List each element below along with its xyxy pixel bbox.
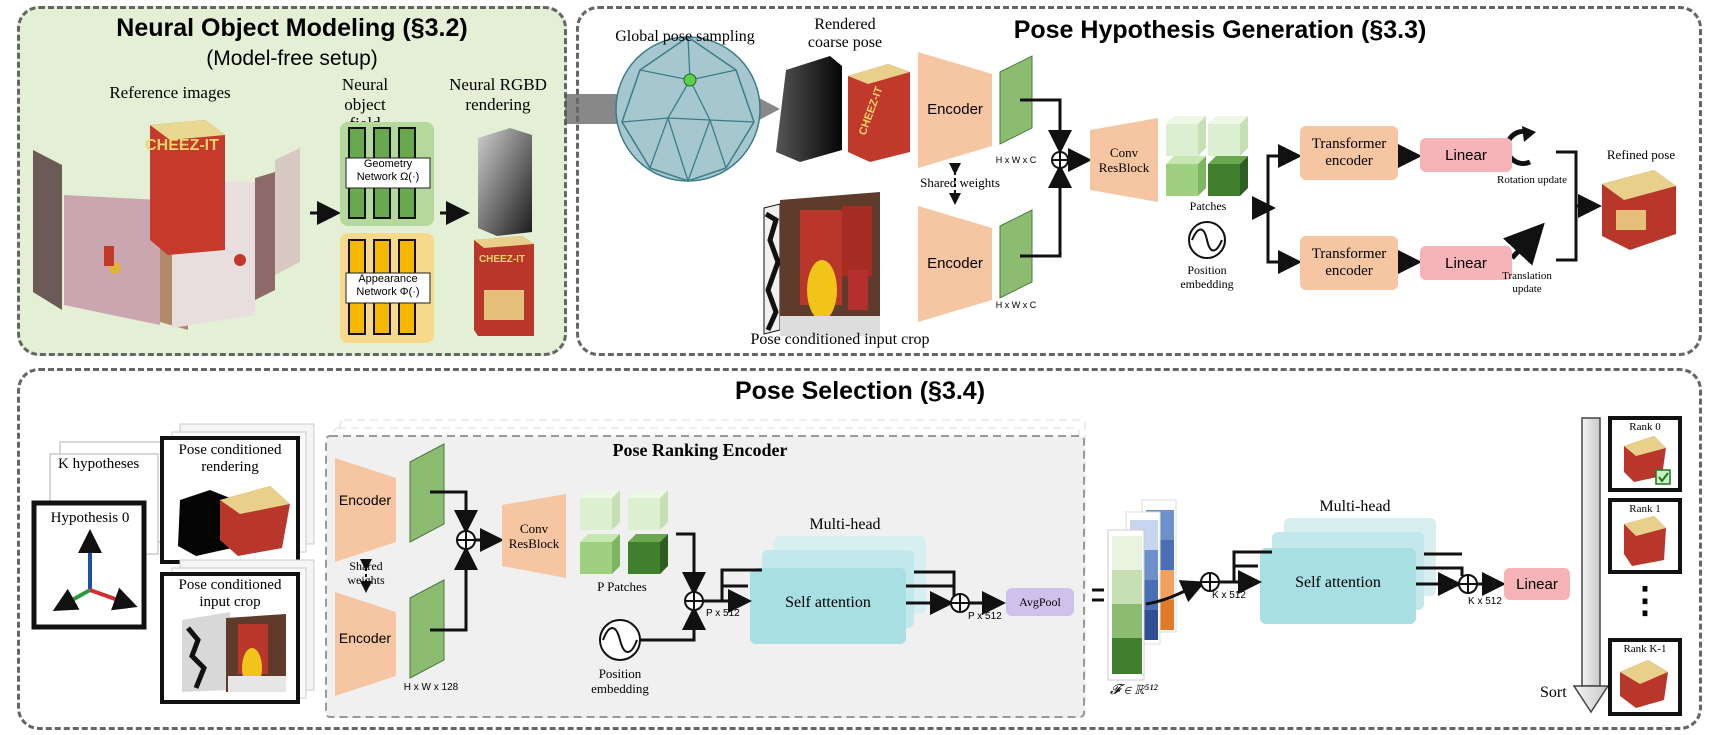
p-patches-label: P Patches [597, 579, 647, 594]
ranking-position-embedding-icon [599, 619, 641, 661]
pose-rendering-label: Pose conditioned rendering [178, 442, 282, 476]
input-crop-image [763, 192, 880, 336]
pose-input-crop-label: Pose conditioned input crop [178, 577, 282, 611]
rotation-update-label: Rotation update [1497, 174, 1567, 186]
ranking-position-embedding-label: Position embedding [591, 666, 649, 696]
px512-b-label: P x 512 [968, 611, 1002, 622]
geometry-network-block [340, 122, 434, 226]
transformer-encoder-bottom: Transformer encoder [1300, 236, 1398, 290]
rank-card-k [1608, 638, 1682, 716]
conv-resblock-shape [1090, 118, 1158, 202]
ranking-encoder-bottom-shape [335, 592, 396, 696]
linear-bottom: Linear [1420, 246, 1512, 280]
position-embedding-label: Position embedding [1180, 263, 1234, 291]
refined-pose-label: Refined pose [1606, 147, 1676, 162]
sort-label: Sort [1540, 684, 1567, 701]
encoder-bottom-label: Encoder [927, 255, 983, 272]
ranking-encoder-bottom-label: Encoder [338, 630, 392, 646]
position-embedding-icon [1188, 221, 1226, 259]
pose-hypothesis-panel [576, 6, 1702, 356]
conv-resblock-label: Conv ResBlock [1098, 145, 1150, 175]
svg-text:CHEEZ-IT: CHEEZ-IT [145, 137, 219, 154]
neural-rgbd-label: Neural RGBD rendering [449, 75, 547, 114]
appearance-network-block [340, 233, 434, 343]
encoder-top-shape [918, 52, 992, 168]
avgpool-box: AvgPool [1006, 588, 1074, 616]
translation-update-label: Translation update [1502, 270, 1552, 295]
k-hypotheses-label: K hypotheses [58, 456, 140, 472]
merge-arrow-top [1020, 98, 1072, 154]
pose-input-crop-stack [160, 559, 315, 704]
kx512-a-label: K x 512 [1212, 590, 1246, 601]
hwc-top-label: H x W x C [995, 155, 1037, 165]
ranking-feature-map-bottom [409, 579, 445, 679]
encoder-top-label: Encoder [927, 101, 983, 118]
sort-arrow [1572, 417, 1610, 714]
feature-space-label: 𝓕 ∈ ℝ⁵¹² [1110, 683, 1158, 698]
selection-title: Pose Selection (§3.4) [734, 377, 986, 405]
pose-rendering-stack [160, 423, 315, 564]
self-attention-2-label: Self attention [1295, 574, 1381, 591]
translation-update-icon [1502, 222, 1545, 266]
svg-text:CHEEZ-IT: CHEEZ-IT [479, 254, 525, 265]
rank-k-label: Rank K-1 [1623, 643, 1667, 655]
hypothesis-0-label: Hypothesis 0 [50, 510, 130, 526]
feature-map-top [999, 55, 1033, 145]
merge-arrow-bottom [1020, 164, 1072, 258]
hw128-label: H x W x 128 [403, 682, 459, 693]
ranking-shared-weights-label: Shared weights [347, 559, 385, 587]
attention-1-front [750, 568, 906, 644]
ranking-conv-resblock-shape [502, 494, 566, 578]
multihead-2-label: Multi-head [1319, 498, 1391, 515]
feature-map-bottom [999, 209, 1033, 299]
pose-selection-panel [17, 368, 1702, 730]
geometry-network-label: Geometry Network Ω(·) [356, 158, 420, 184]
multihead-1-label: Multi-head [809, 516, 881, 533]
modeling-subtitle: (Model-free setup) [206, 47, 378, 70]
selection-linear-box: Linear [1504, 568, 1570, 600]
global-pose-sampling-label: Global pose sampling [615, 28, 755, 45]
linear-top: Linear [1420, 138, 1512, 172]
appearance-network-label: Appearance Network Φ(·) [356, 273, 420, 299]
rendered-rgb-image: CHEEZ-IT [474, 236, 534, 336]
reference-images-fan: CHEEZ-IT [33, 120, 300, 330]
rank-card-1 [1608, 498, 1682, 574]
branch-arrow-rotation [1266, 144, 1302, 210]
axes-icon [52, 529, 138, 611]
rank-1-label: Rank 1 [1629, 503, 1661, 515]
self-attention-1-label: Self attention [785, 594, 871, 611]
rank-dots: ⋮ [1627, 580, 1663, 620]
branch-arrow-translation [1266, 208, 1302, 274]
feature-vector-stack [1107, 499, 1177, 681]
patches-label: Patches [1189, 199, 1227, 213]
neural-object-field-label: Neural object field [341, 75, 389, 133]
ranking-encoder-top-label: Encoder [338, 492, 392, 508]
input-crop-label: Pose conditioned input crop [750, 331, 930, 348]
ranking-encoder-title: Pose Ranking Encoder [612, 440, 788, 460]
ranking-conv-resblock-label: Conv ResBlock [508, 521, 560, 551]
p-patches-icon [580, 490, 668, 574]
ranking-feature-map-top [409, 443, 445, 543]
hypothesis-title: Pose Hypothesis Generation (§3.3) [1013, 16, 1427, 44]
ranking-encoder-top-shape [335, 458, 396, 562]
rendered-depth-image [478, 128, 532, 236]
reference-images-label: Reference images [109, 83, 231, 102]
refined-pose-image [1602, 170, 1676, 250]
kx512-b-label: K x 512 [1468, 596, 1502, 607]
rendered-coarse-pose-label: Rendered coarse pose [807, 16, 883, 52]
encoder-bottom-shape [918, 206, 992, 322]
geodesic-sphere [615, 36, 761, 182]
patches-icon [1166, 116, 1248, 196]
px512-a-label: P x 512 [706, 608, 740, 619]
rank-0-label: Rank 0 [1629, 421, 1661, 433]
rendered-coarse-pose-images: CHEEZ-IT [776, 56, 910, 162]
shared-weights-label: Shared weights [920, 175, 1000, 190]
modeling-title: Neural Object Modeling (§3.2) [116, 14, 468, 42]
rank-card-0 [1608, 416, 1682, 492]
attention-2-front [1260, 548, 1416, 624]
transformer-encoder-top: Transformer encoder [1300, 126, 1398, 180]
hwc-bottom-label: H x W x C [995, 300, 1037, 310]
